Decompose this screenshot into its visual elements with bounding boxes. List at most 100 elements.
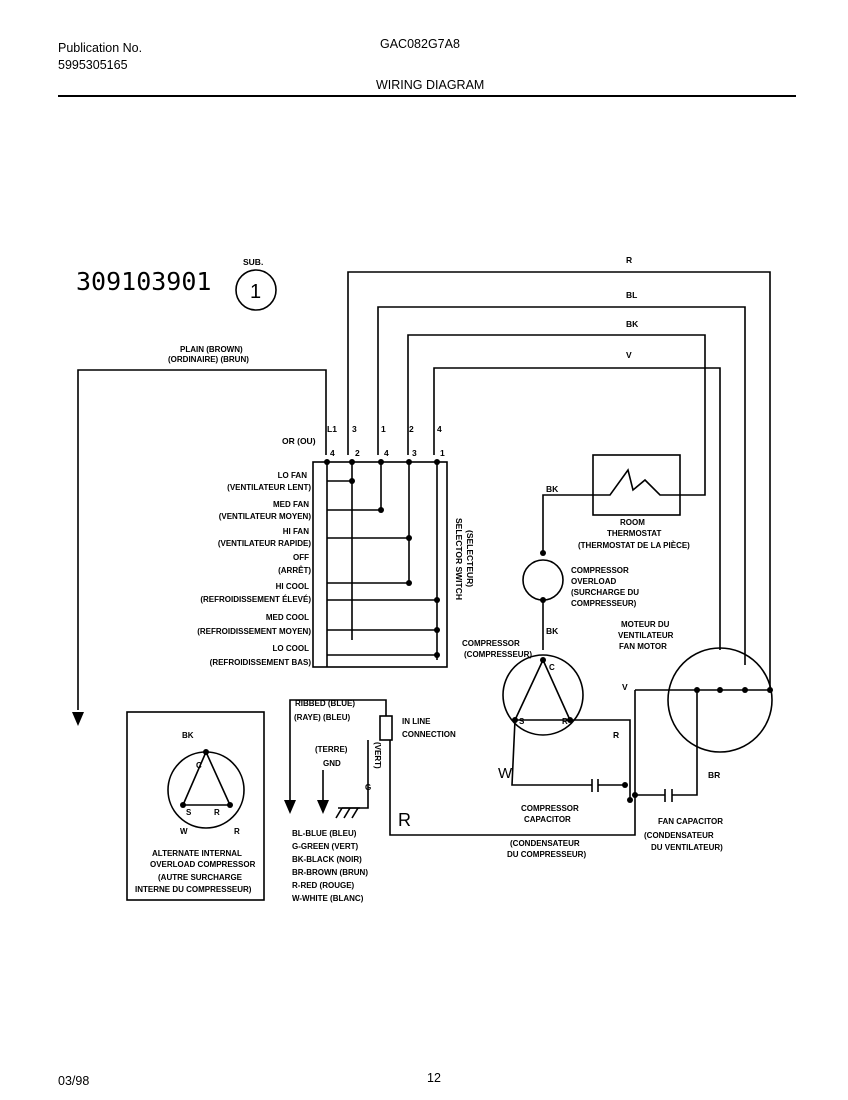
model-number: GAC082G7A8 — [380, 37, 460, 51]
comp-cap-label-1: COMPRESSOR — [521, 804, 579, 813]
overload-circle — [522, 559, 564, 601]
alternate-overload-box — [126, 711, 265, 901]
ground-wire-g: G — [365, 783, 371, 792]
fan-motor-circle — [667, 647, 773, 753]
wire-label-w-cap: W — [498, 765, 513, 782]
compressor-circle — [502, 654, 584, 736]
header-rule — [58, 95, 796, 97]
pos-lo-cool: LO COOL — [273, 644, 310, 653]
terminal-bottom-1: 1 — [440, 448, 445, 458]
wire-label-r-comp: R — [613, 730, 619, 740]
in-line-connector — [379, 715, 393, 741]
alt-label-bk: BK — [182, 731, 194, 740]
sub-number: 1 — [250, 281, 261, 303]
in-line-label-1: IN LINE — [402, 717, 431, 726]
alt-overload-label-4: INTERNE DU COMPRESSEUR) — [135, 885, 252, 894]
selector-switch-box — [312, 461, 448, 668]
terminal-c: C — [549, 663, 555, 672]
ribbed-label-2: (RAYE) (BLEU) — [294, 713, 350, 722]
terminal-bottom-3: 3 — [412, 448, 417, 458]
ground-label-2: GND — [323, 759, 341, 768]
legend-green: G-GREEN (VERT) — [292, 842, 359, 851]
pos-hi-fan: HI FAN — [283, 527, 309, 536]
pos-hi-fan-fr: (VENTILATEUR RAPIDE) — [218, 539, 312, 548]
comp-cap-label-3: (CONDENSATEUR — [510, 839, 580, 848]
pos-med-cool: MED COOL — [266, 613, 309, 622]
wire-label-r: R — [626, 255, 632, 265]
terminal-bottom-4b: 4 — [384, 448, 389, 458]
terminal-top-2: 2 — [409, 424, 414, 434]
footer-date: 03/98 — [58, 1074, 90, 1088]
alt-label-r2: R — [234, 827, 240, 836]
alt-overload-label-3: (AUTRE SURCHARGE — [158, 873, 243, 882]
terminal-s: S — [519, 717, 525, 726]
fan-motor-label-2: VENTILATEUR — [618, 631, 674, 640]
terminal-top-4: 4 — [437, 424, 442, 434]
sub-circle — [235, 269, 277, 311]
alt-label-c: C — [196, 761, 202, 770]
wire-label-v-fan: V — [622, 682, 628, 692]
diagram-number: 309103901 — [76, 267, 211, 296]
pos-lo-cool-fr: (REFROIDISSEMENT BAS) — [210, 658, 312, 667]
thermostat-label-1: ROOM — [620, 518, 645, 527]
in-line-label-2: CONNECTION — [402, 730, 456, 739]
terminal-top-l1: L1 — [327, 424, 337, 434]
thermostat-label-3: (THERMOSTAT DE LA PIÈCE) — [578, 541, 690, 550]
plain-label-1: PLAIN (BROWN) — [180, 345, 243, 354]
wire-label-bl: BL — [626, 290, 637, 300]
legend-brown: BR-BROWN (BRUN) — [292, 868, 368, 877]
alt-overload-label-1: ALTERNATE INTERNAL — [152, 849, 242, 858]
pos-lo-fan-fr: (VENTILATEUR LENT) — [227, 483, 311, 492]
sub-label: SUB. — [243, 257, 263, 267]
alt-label-s: S — [186, 808, 192, 817]
legend-red: R-RED (ROUGE) — [292, 881, 355, 890]
thermostat-box — [592, 454, 681, 516]
alt-label-r: R — [214, 808, 220, 817]
pos-lo-fan: LO FAN — [278, 471, 308, 480]
pos-off: OFF — [293, 553, 309, 562]
plain-label-2: (ORDINAIRE) (BRUN) — [168, 355, 249, 364]
pos-hi-cool-fr: (REFROIDISSEMENT ÉLEVÉ) — [200, 595, 311, 604]
comp-cap-label-2: CAPACITOR — [524, 815, 571, 824]
wire-label-r-bottom: R — [398, 810, 411, 830]
overload-label-1: COMPRESSOR — [571, 566, 629, 575]
overload-label-2: OVERLOAD — [571, 577, 617, 586]
ribbed-label-1: RIBBED (BLUE) — [295, 699, 355, 708]
overload-label-4: COMPRESSEUR) — [571, 599, 637, 608]
or-label: OR (OU) — [282, 436, 316, 446]
terminal-r: R — [562, 717, 568, 726]
wire-label-br-fan: BR — [708, 770, 720, 780]
wire-white — [433, 367, 721, 650]
wire-label-bk-thermo: BK — [546, 484, 559, 494]
thermostat-label-2: THERMOSTAT — [607, 529, 661, 538]
comp-cap-label-4: DU COMPRESSEUR) — [507, 850, 586, 859]
terminal-bottom-4: 4 — [330, 448, 335, 458]
fan-cap-label-2: (CONDENSATEUR — [644, 831, 714, 840]
terminal-bottom-2: 2 — [355, 448, 360, 458]
legend-black: BK-BLACK (NOIR) — [292, 855, 362, 864]
wire-red — [347, 271, 771, 690]
legend-white: W-WHITE (BLANC) — [292, 894, 364, 903]
publication-number: 5995305165 — [58, 58, 128, 72]
wire-label-v: V — [626, 350, 632, 360]
fan-cap-label-3: DU VENTILATEUR) — [651, 843, 723, 852]
ground-label-1: (TERRE) — [315, 745, 348, 754]
terminal-top-1: 1 — [381, 424, 386, 434]
pos-med-cool-fr: (REFROIDISSEMENT MOYEN) — [197, 627, 311, 636]
fan-motor-label-3: FAN MOTOR — [619, 642, 667, 651]
section-title: WIRING DIAGRAM — [376, 78, 485, 92]
pos-med-fan-fr: (VENTILATEUR MOYEN) — [219, 512, 312, 521]
terminal-top-3: 3 — [352, 424, 357, 434]
wire-plain-brown — [77, 369, 327, 710]
overload-label-3: (SURCHARGE DU — [571, 588, 639, 597]
footer-page-number: 12 — [427, 1071, 441, 1085]
selector-switch-label-fr: (SELECTEUR) — [465, 530, 475, 587]
ground-wire-vert: (VERT) — [373, 742, 382, 769]
compressor-label-1: COMPRESSOR — [462, 639, 520, 648]
pos-med-fan: MED FAN — [273, 500, 309, 509]
publication-label: Publication No. — [58, 41, 143, 55]
alt-overload-label-2: OVERLOAD COMPRESSOR — [150, 860, 256, 869]
wire-label-bk-comp: BK — [546, 626, 559, 636]
legend-blue: BL-BLUE (BLEU) — [292, 829, 357, 838]
